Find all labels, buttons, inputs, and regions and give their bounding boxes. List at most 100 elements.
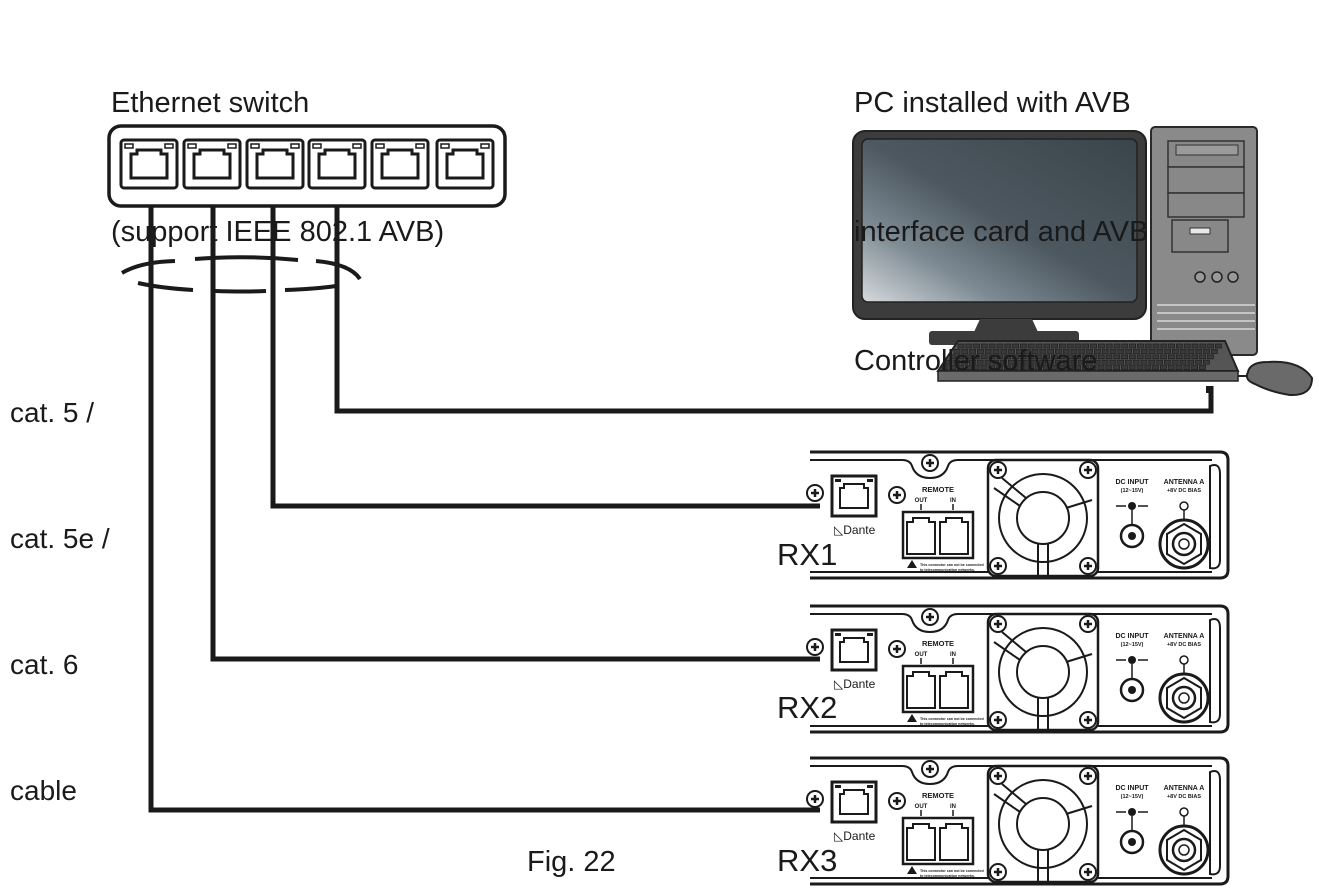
- keyboard-key: [1172, 348, 1179, 354]
- dante-logo: ◺Dante: [834, 677, 876, 691]
- remote-out-label: OUT: [915, 652, 928, 658]
- keyboard-key: [1031, 348, 1039, 354]
- keyboard-key: [1183, 343, 1191, 349]
- keyboard-key: [977, 348, 984, 354]
- keyboard-key: [1129, 343, 1136, 349]
- keyboard-key: [1015, 359, 1023, 365]
- pc-label-line: PC installed with AVB: [854, 87, 1131, 119]
- keyboard-key: [1062, 348, 1070, 354]
- keyboard-key: [1019, 365, 1027, 371]
- remote-in-label: IN: [950, 652, 956, 658]
- keyboard-key: [1140, 359, 1148, 365]
- keyboard-key: [1066, 354, 1074, 360]
- keyboard-key: [1035, 365, 1042, 371]
- remote-out-label: OUT: [915, 804, 928, 810]
- keyboard-key: [1043, 354, 1050, 360]
- keyboard-key: [988, 343, 996, 349]
- remote-label: REMOTE: [922, 791, 954, 800]
- antenna-spec: +8V DC BIAS: [1167, 642, 1201, 648]
- keyboard-key: [984, 348, 992, 354]
- cable-label-line: cable: [10, 775, 77, 806]
- keyboard-key: [1132, 359, 1140, 365]
- keyboard-key: [1074, 365, 1081, 371]
- keyboard-key: [969, 359, 976, 365]
- keyboard-key: [980, 365, 988, 371]
- keyboard-key: [1125, 359, 1132, 365]
- keyboard-key: [965, 354, 972, 360]
- keyboard-key: [1113, 354, 1121, 360]
- keyboard-key: [1047, 348, 1054, 354]
- keyboard-key: [1058, 354, 1066, 360]
- dc-input-label: DC INPUT: [1115, 633, 1149, 640]
- keyboard-key: [957, 343, 965, 349]
- pc-mouse: [1245, 360, 1314, 397]
- keyboard-key: [981, 343, 988, 349]
- keyboard-key: [1105, 365, 1113, 371]
- keyboard-key: [1059, 343, 1066, 349]
- keyboard-key: [1191, 343, 1199, 349]
- keyboard-key: [957, 365, 964, 371]
- remote-label: REMOTE: [922, 639, 954, 648]
- keyboard-key: [1148, 359, 1156, 365]
- warning-text: to telecommunication networks.: [920, 874, 975, 878]
- keyboard-key: [1121, 365, 1128, 371]
- keyboard-key: [1191, 365, 1198, 371]
- remote-label: REMOTE: [922, 485, 954, 494]
- keyboard-key: [1050, 365, 1058, 371]
- keyboard-key: [1121, 354, 1128, 360]
- cables: [148, 206, 1214, 813]
- keyboard-key: [1027, 354, 1035, 360]
- antenna-label: ANTENNA A: [1164, 785, 1205, 792]
- keyboard-key: [996, 354, 1004, 360]
- keyboard-key: [1094, 348, 1101, 354]
- keyboard-key: [1023, 359, 1031, 365]
- keyboard-key: [1093, 359, 1101, 365]
- keyboard-key: [1109, 359, 1117, 365]
- keyboard-key: [1000, 359, 1007, 365]
- keyboard-key: [1000, 348, 1008, 354]
- keyboard-key: [1097, 365, 1105, 371]
- keyboard-key: [1078, 359, 1085, 365]
- keyboard-key: [1144, 354, 1152, 360]
- keyboard-key: [1175, 354, 1183, 360]
- cable-label-line: cat. 5e /: [10, 523, 110, 554]
- remote-in-label: IN: [950, 498, 956, 504]
- keyboard-key: [1152, 354, 1160, 360]
- keyboard-key: [1137, 343, 1144, 349]
- keyboard-key: [1070, 348, 1078, 354]
- keyboard-key: [1152, 365, 1159, 371]
- keyboard-key: [1199, 354, 1206, 360]
- keyboard-key: [1055, 348, 1062, 354]
- keyboard-key: [1012, 354, 1019, 360]
- pc-keyboard: [936, 340, 1240, 382]
- keyboard-key: [1105, 343, 1113, 349]
- keyboard-key: [1144, 343, 1152, 349]
- keyboard-key: [1074, 343, 1082, 349]
- keyboard-key: [1008, 348, 1015, 354]
- receiver-rx1: [807, 452, 1228, 578]
- keyboard-key: [1039, 359, 1046, 365]
- keyboard-key: [1207, 354, 1214, 360]
- keyboard-key: [996, 365, 1003, 371]
- cable-type-label: cat. 5 / cat. 5e / cat. 6 cable: [10, 308, 110, 854]
- rx1-label: RX1: [777, 537, 838, 572]
- keyboard-key: [1215, 343, 1222, 349]
- keyboard-key: [988, 365, 996, 371]
- keyboard-key: [1125, 348, 1132, 354]
- keyboard-key: [1160, 343, 1168, 349]
- keyboard-key: [1140, 348, 1148, 354]
- keyboard-key: [976, 359, 984, 365]
- keyboard-key: [1058, 365, 1066, 371]
- keyboard-key: [1070, 359, 1078, 365]
- keyboard-key: [996, 343, 1004, 349]
- warning-text: to telecommunication networks.: [920, 722, 975, 726]
- cable-rx1: [270, 206, 820, 509]
- keyboard-key: [1179, 348, 1187, 354]
- keyboard-key: [1066, 365, 1074, 371]
- keyboard-key: [1101, 359, 1109, 365]
- keyboard-key: [1144, 365, 1152, 371]
- keyboard-key: [1113, 365, 1120, 371]
- keyboard-key: [1164, 359, 1171, 365]
- keyboard-key: [1187, 348, 1195, 354]
